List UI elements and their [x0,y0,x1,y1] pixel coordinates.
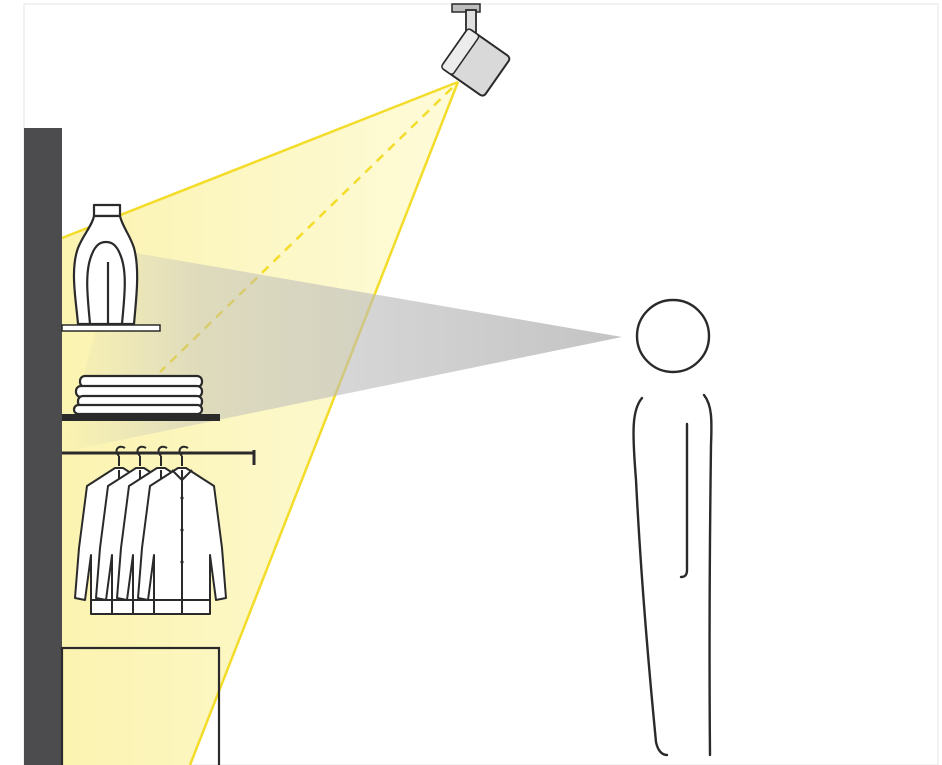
person-back [632,396,669,757]
light-cone-lower-edge [188,81,460,765]
person-head [635,298,711,374]
person-silhouette-icon [632,298,713,757]
wall [24,128,62,765]
person-front [702,393,713,757]
track-spotlight-icon [441,3,511,97]
person-arm [679,422,689,579]
cabinet [60,646,221,765]
hanging-shirts-icon [74,445,227,615]
folded-clothes-icon [72,374,204,416]
light-cone-upper-edge [61,80,459,240]
bottle-icon [72,203,139,326]
lower-shelf [62,414,220,421]
upper-shelf [61,324,161,332]
